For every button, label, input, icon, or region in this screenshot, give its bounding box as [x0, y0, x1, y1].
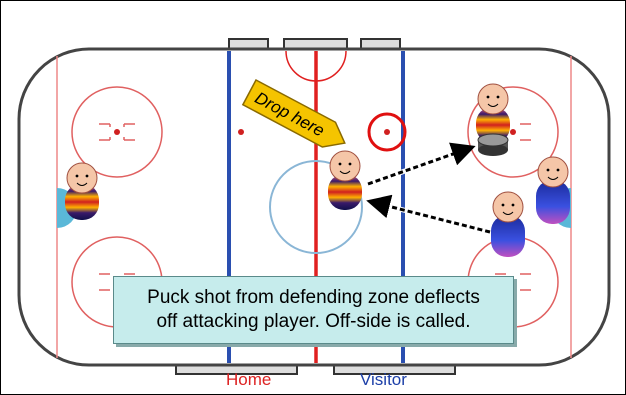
caption-line-2: off attacking player. Off-side is called… — [156, 311, 471, 332]
referee-crease — [285, 50, 347, 82]
visitor-player-shooter[interactable] — [491, 191, 525, 257]
faceoff-dot-right-top — [510, 129, 516, 135]
faceoff-circle-right-top — [467, 86, 559, 178]
caption-line-1: Puck shot from defending zone deflects — [147, 287, 480, 308]
home-player-center[interactable] — [328, 150, 362, 210]
neutral-dot-home-top — [238, 129, 244, 135]
puck[interactable] — [477, 133, 509, 156]
faceoff-dot-left-top — [114, 129, 120, 135]
home-player-attacker[interactable] — [476, 83, 510, 143]
explanation-caption: Puck shot from defending zone deflects o… — [113, 276, 514, 344]
pass-arrow — [367, 142, 476, 187]
visitor-bench-label: Visitor — [360, 370, 407, 389]
faceoff-circle-left-top — [71, 86, 163, 178]
shot-arrow — [366, 194, 491, 235]
center-circle — [269, 160, 363, 254]
neutral-dot-visitor-top — [384, 129, 390, 135]
home-goalie[interactable] — [65, 162, 99, 220]
visitor-player-right[interactable] — [536, 156, 570, 224]
home-bench-label: Home — [226, 370, 272, 389]
drop-target-ring[interactable] — [367, 112, 407, 152]
